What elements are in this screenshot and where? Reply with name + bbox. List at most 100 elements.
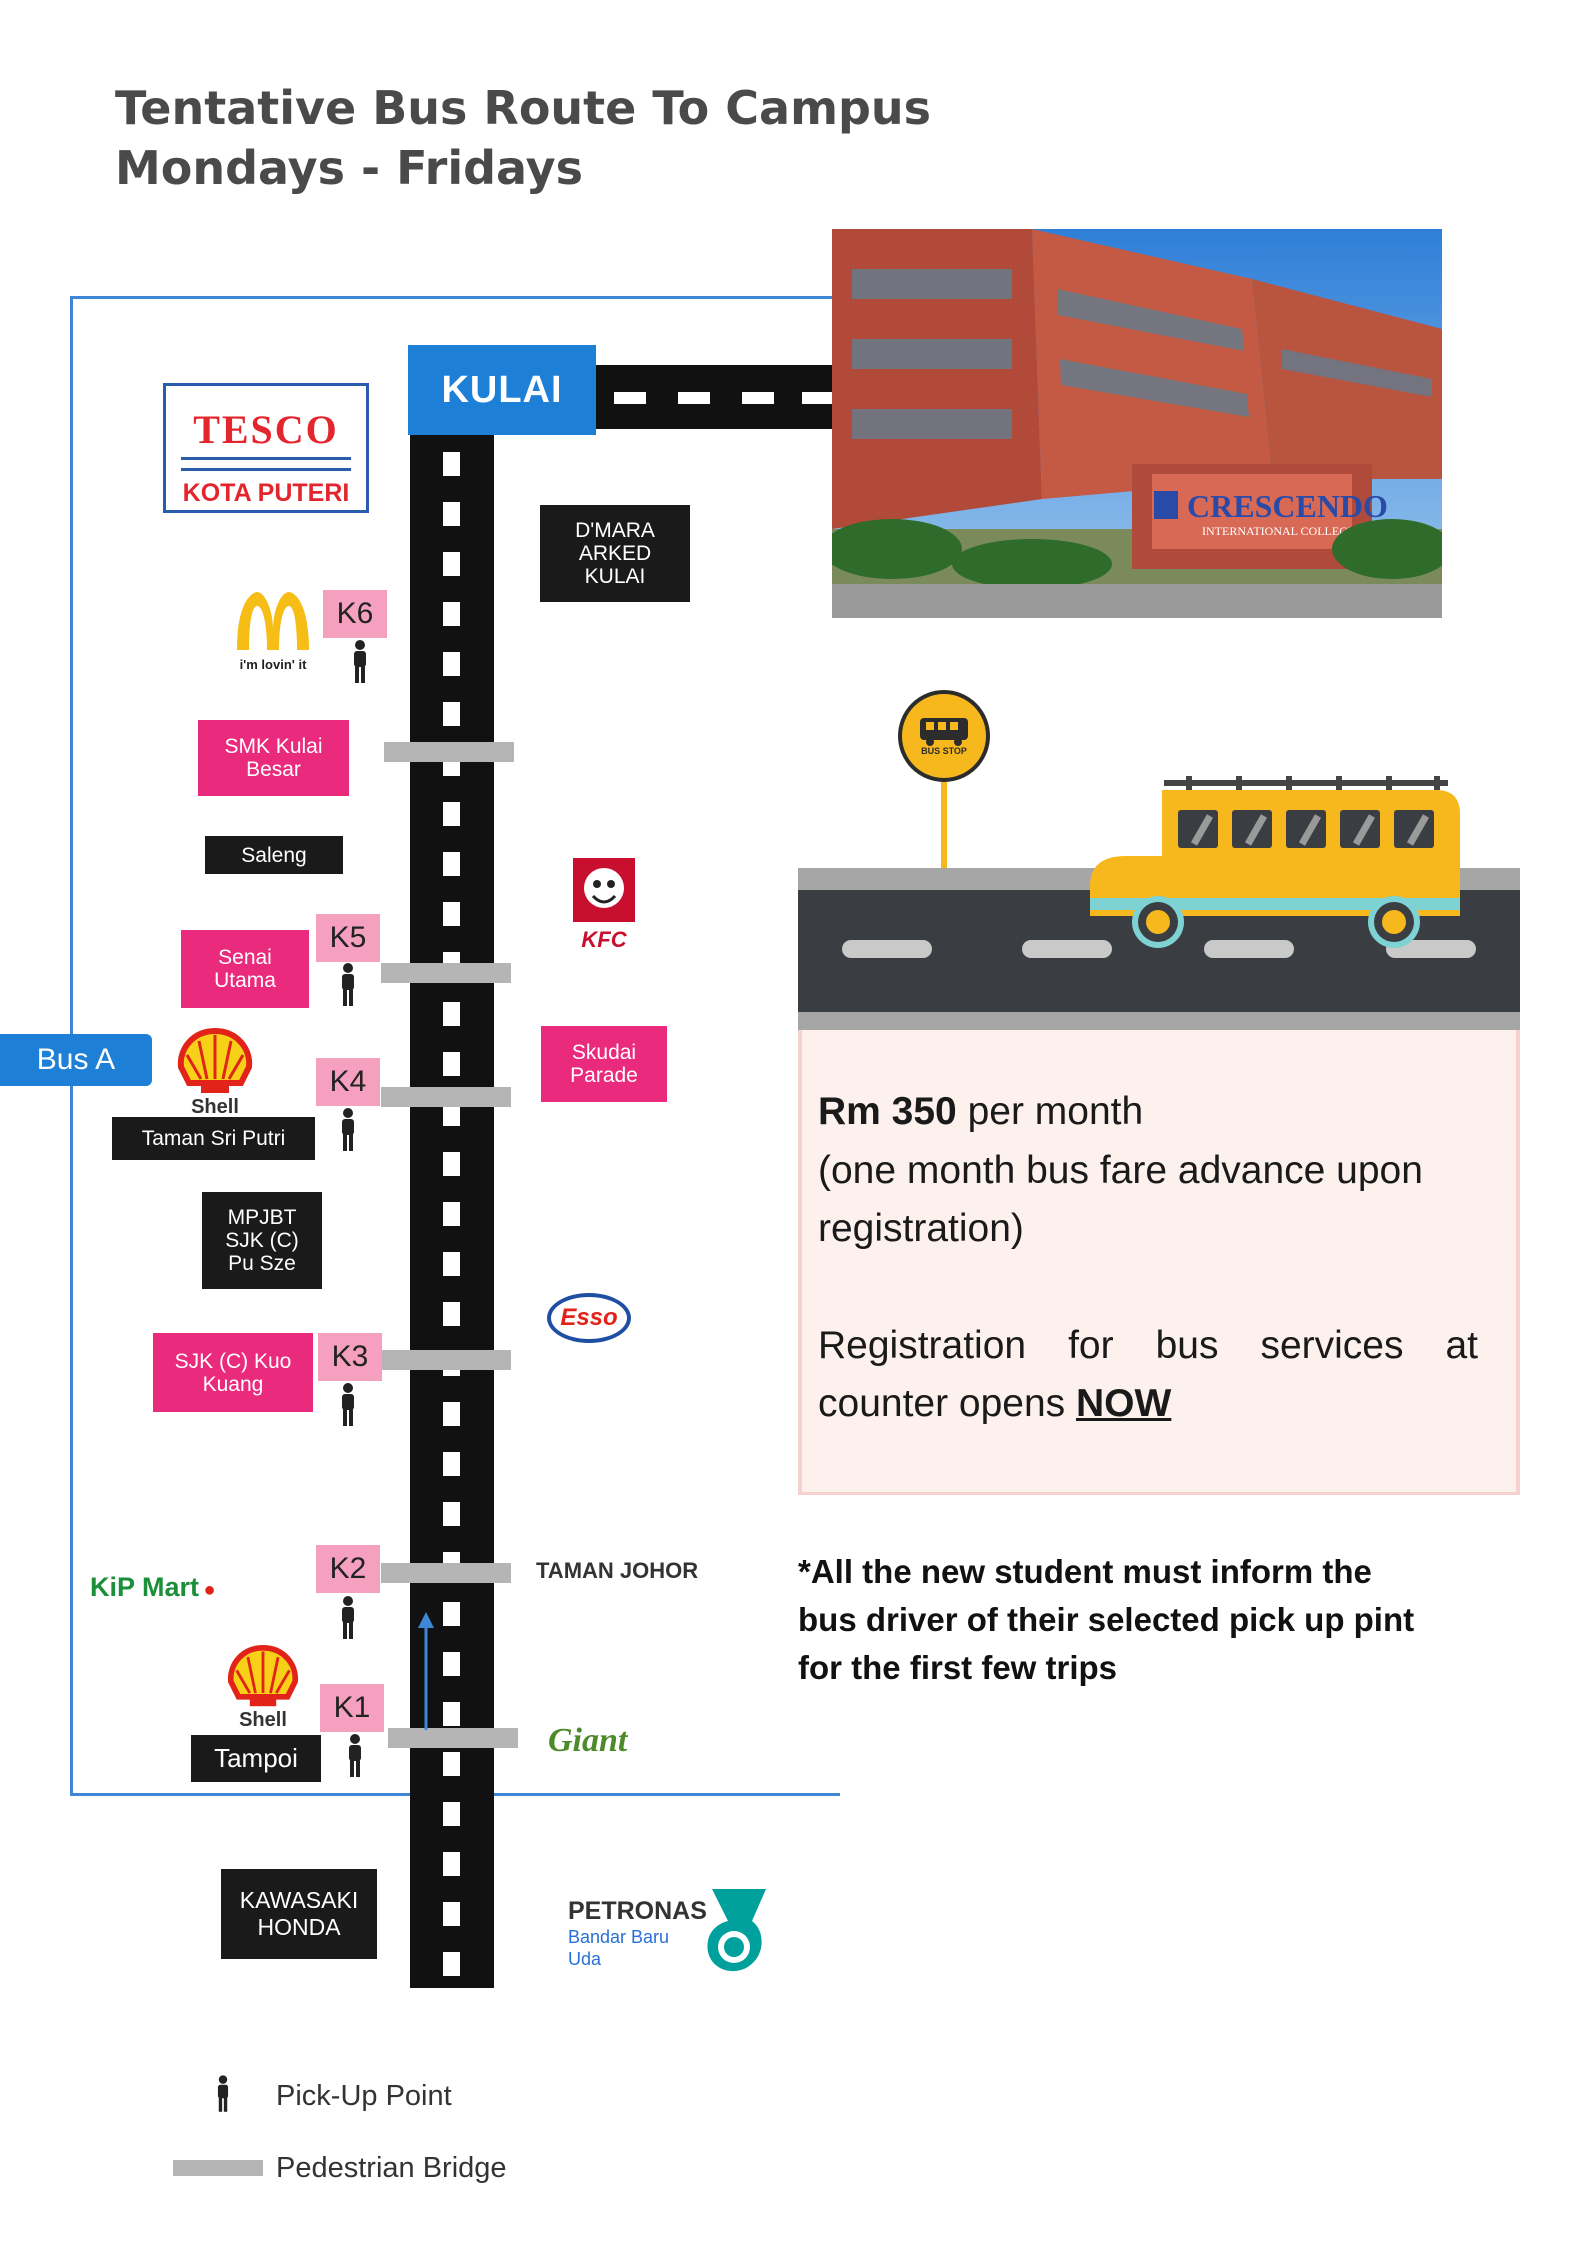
road-dash — [443, 802, 460, 826]
tesco-subtitle: KOTA PUTERI — [182, 479, 350, 507]
road-dash — [443, 1802, 460, 1826]
road-dash — [443, 552, 460, 576]
legend-bridge-label: Pedestrian Bridge — [276, 2152, 507, 2184]
road-dash — [443, 652, 460, 676]
pickup-k2-label: K2 — [316, 1545, 380, 1593]
pedestrian-bridge — [381, 1087, 511, 1107]
campus-sign-name: CRESCENDO — [1187, 488, 1388, 524]
road-dash — [443, 1602, 460, 1626]
pickup-k5-label: K5 — [316, 914, 380, 962]
registration-line-2: counter opens NOW — [818, 1382, 1172, 1425]
bus-a-label: Bus A — [0, 1034, 152, 1086]
dmara-arked-box: D'MARA ARKED KULAI — [540, 505, 690, 602]
pedestrian-bridge — [388, 1728, 518, 1748]
mcdonalds-tagline: i'm lovin' it — [239, 657, 307, 672]
giant-logo: Giant — [548, 1722, 628, 1759]
school-bus-icon — [1090, 776, 1460, 948]
tampoi-box: Tampoi — [191, 1735, 321, 1782]
pedestrian-bridge — [384, 742, 514, 762]
fare-price: Rm 350 — [818, 1090, 957, 1133]
title-line-1: Tentative Bus Route To Campus — [115, 81, 932, 135]
pickup-person-icon — [342, 1596, 354, 1639]
legend-pickup-label: Pick-Up Point — [276, 2080, 452, 2112]
tesco-stripes — [181, 457, 351, 471]
petronas-drop-icon — [707, 1889, 766, 1972]
taman-sri-putri-box: Taman Sri Putri — [112, 1117, 315, 1160]
tesco-text: TESCO — [193, 407, 339, 452]
pickup-person-icon — [354, 640, 366, 683]
registration-now: NOW — [1076, 1382, 1172, 1425]
petronas-logo: PETRONAS Bandar Baru Uda — [568, 1885, 778, 1995]
pickup-person-icon — [342, 1108, 354, 1151]
shell-text: Shell — [239, 1709, 287, 1731]
road-dash — [443, 1702, 460, 1726]
esso-logo: Esso — [547, 1293, 631, 1343]
road-dash — [443, 902, 460, 926]
bus-icon — [920, 718, 968, 746]
golden-arches-icon — [237, 592, 309, 650]
kfc-colonel-icon — [573, 858, 635, 922]
petronas-text: PETRONAS — [568, 1897, 707, 1925]
kip-mart-text: KiP Mart — [90, 1572, 200, 1602]
esso-text: Esso — [560, 1304, 618, 1331]
pickup-person-icon — [349, 1734, 361, 1777]
road-dash — [443, 852, 460, 876]
bus-stop-sign: BUS STOP — [898, 690, 990, 870]
fare-advance-line-2: registration) — [818, 1207, 1024, 1250]
student-note: *All the new student must inform the bus… — [798, 1553, 1415, 1686]
shell-logo: Shell — [218, 1644, 308, 1732]
campus-photo: CRESCENDO INTERNATIONAL COLLEGE — [832, 229, 1442, 618]
skudai-parade-box: Skudai Parade — [541, 1026, 667, 1102]
main-road — [410, 428, 494, 1988]
tesco-logo: TESCO KOTA PUTERI — [163, 383, 369, 513]
road-dash — [443, 1452, 460, 1476]
road-dash — [443, 1652, 460, 1676]
pickup-k1-label: K1 — [320, 1684, 384, 1732]
road-dash — [443, 1852, 460, 1876]
road-curb-bottom — [798, 1012, 1520, 1030]
bus-stop-pole — [941, 770, 947, 870]
shell-pecten-icon — [228, 1644, 298, 1707]
shell-logo: Shell — [170, 1027, 260, 1119]
pickup-person-icon — [342, 1383, 354, 1426]
road-dash — [443, 1052, 460, 1076]
shell-text: Shell — [191, 1096, 239, 1118]
road-dash — [443, 1302, 460, 1326]
pickup-k3-label: K3 — [318, 1333, 382, 1381]
pedestrian-bridge — [381, 1563, 511, 1583]
pedestrian-bridge — [381, 963, 511, 983]
kfc-text: KFC — [581, 927, 627, 952]
saleng-box: Saleng — [205, 836, 343, 874]
pedestrian-bridge — [381, 1350, 511, 1370]
shell-pecten-icon — [177, 1027, 253, 1093]
road-dash — [443, 1952, 460, 1976]
kfc-logo: KFC — [570, 858, 638, 953]
mcdonalds-logo: i'm lovin' it — [228, 590, 318, 672]
senai-utama-box: Senai Utama — [181, 930, 309, 1008]
legend-pickup-icon — [217, 2075, 229, 2112]
smk-kulai-besar-box: SMK Kulai Besar — [198, 720, 349, 796]
direction-arrow-icon — [418, 1612, 434, 1730]
campus-building-illustration: CRESCENDO INTERNATIONAL COLLEGE — [832, 229, 1442, 618]
pickup-person-icon — [342, 963, 354, 1006]
road-dash — [443, 452, 460, 476]
fare-price-line: Rm 350 per month — [818, 1083, 1143, 1141]
kip-mart-figure-icon: ● — [203, 1579, 216, 1601]
pickup-k4-label: K4 — [316, 1058, 380, 1106]
road-dash — [443, 1402, 460, 1426]
campus-sign-sub: INTERNATIONAL COLLEGE — [1202, 524, 1355, 538]
kulai-label: KULAI — [408, 345, 596, 435]
road-dash — [443, 1502, 460, 1526]
fare-advance-line-1: (one month bus fare advance upon — [818, 1149, 1423, 1192]
title-line-2: Mondays - Fridays — [115, 141, 584, 195]
road-dash — [443, 502, 460, 526]
road-dash — [443, 602, 460, 626]
road-dash — [443, 1102, 460, 1126]
page-title: Tentative Bus Route To Campus Mondays - … — [115, 78, 931, 198]
taman-johor-label: TAMAN JOHOR — [536, 1558, 699, 1583]
road-dash — [443, 1252, 460, 1276]
petronas-location: Bandar Baru Uda — [568, 1927, 670, 1969]
fare-info-box — [798, 1030, 1520, 1495]
road-dash — [443, 1202, 460, 1226]
sjk-kuo-kuang-box: SJK (C) Kuo Kuang — [153, 1333, 313, 1412]
